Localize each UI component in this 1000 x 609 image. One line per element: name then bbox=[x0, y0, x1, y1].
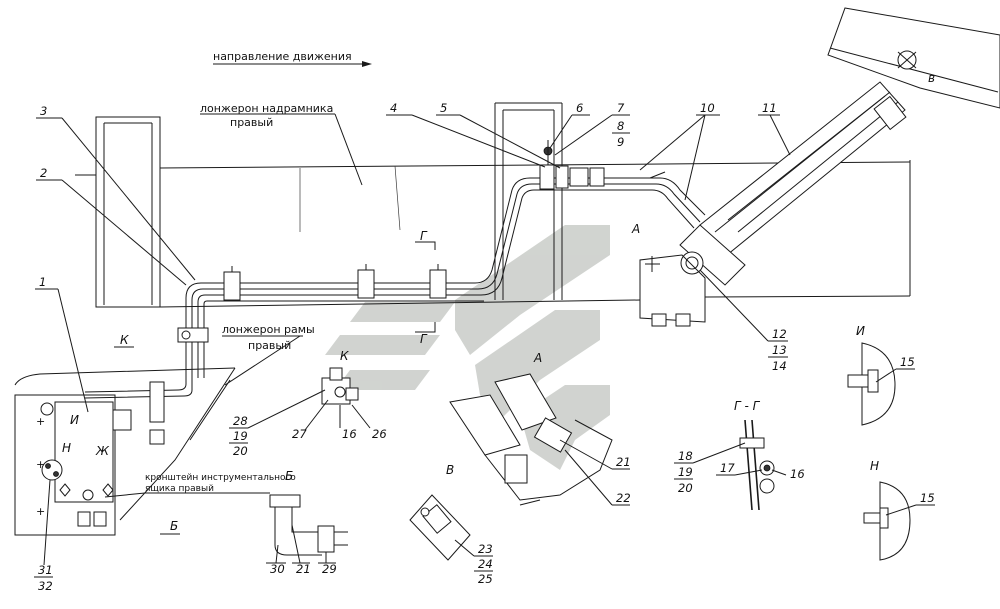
callout-2: 2 bbox=[40, 166, 47, 180]
frame-rail-label: лонжерон рамы bbox=[222, 323, 315, 336]
view-zh-mark: Ж bbox=[95, 444, 110, 458]
callout-25: 25 bbox=[478, 572, 493, 586]
callout-20-k: 20 bbox=[233, 444, 248, 458]
bracket-label: кронштейн инструментального bbox=[145, 473, 296, 483]
callout-31: 31 bbox=[38, 563, 53, 577]
callout-27: 27 bbox=[292, 427, 307, 441]
frame-rail bbox=[14, 367, 236, 521]
view-n-title: Н bbox=[870, 459, 879, 473]
callout-20: 20 bbox=[678, 481, 693, 495]
callout-16-g: 16 bbox=[790, 467, 805, 481]
view-v-detail bbox=[409, 494, 471, 561]
subframe-rail-label: лонжерон надрамника bbox=[200, 102, 333, 115]
hydraulic-cylinder bbox=[649, 81, 907, 286]
view-b-mark: Б bbox=[170, 519, 178, 533]
view-k-mark: К bbox=[120, 333, 129, 347]
callout-11: 11 bbox=[762, 101, 777, 115]
view-v-title: В bbox=[446, 463, 454, 477]
section-g-mark-bottom: Г bbox=[420, 332, 428, 346]
callout-13: 13 bbox=[772, 343, 787, 357]
callout-28: 28 bbox=[233, 414, 248, 428]
callout-26: 26 bbox=[372, 427, 387, 441]
callout-12: 12 bbox=[772, 327, 787, 341]
subframe-rail-side: правый bbox=[230, 116, 273, 129]
svg-text:+: + bbox=[36, 505, 45, 518]
view-a-detail bbox=[449, 373, 613, 506]
callout-15-n: 15 bbox=[920, 491, 935, 505]
callout-15-i: 15 bbox=[900, 355, 915, 369]
post-left bbox=[95, 116, 161, 308]
callout-23: 23 bbox=[478, 542, 493, 556]
bracket-label-line2: ящика правый bbox=[145, 484, 214, 494]
callout-1: 1 bbox=[39, 275, 46, 289]
callout-22: 22 bbox=[616, 491, 631, 505]
callout-4: 4 bbox=[390, 101, 397, 115]
view-i-detail bbox=[847, 342, 896, 426]
callout-7: 7 bbox=[617, 101, 625, 115]
valve-box: + + + bbox=[14, 394, 132, 536]
view-i-mark: И bbox=[70, 413, 79, 427]
rail-labels: лонжерон надрамника правый лонжерон рамы… bbox=[104, 102, 363, 498]
svg-text:+: + bbox=[36, 458, 45, 471]
callout-17: 17 bbox=[720, 461, 735, 475]
callout-24: 24 bbox=[478, 557, 493, 571]
callout-14: 14 bbox=[772, 359, 787, 373]
tipper-body bbox=[827, 7, 1000, 109]
callout-32: 32 bbox=[38, 579, 53, 593]
callout-19-k: 19 bbox=[233, 429, 248, 443]
pipe-clamps bbox=[149, 264, 447, 445]
callout-29: 29 bbox=[322, 562, 337, 576]
callout-30: 30 bbox=[270, 562, 285, 576]
cylinder-bracket bbox=[639, 254, 706, 327]
callout-19: 19 bbox=[678, 465, 693, 479]
view-b-title: Б bbox=[285, 469, 293, 483]
callout-6: 6 bbox=[576, 101, 583, 115]
hydraulic-pipes bbox=[84, 177, 706, 399]
section-g-title: Г - Г bbox=[734, 399, 761, 413]
callout-16-k: 16 bbox=[342, 427, 357, 441]
view-n-mark: Н bbox=[62, 441, 71, 455]
section-g-mark-top: Г bbox=[420, 229, 428, 243]
callout-9: 9 bbox=[617, 135, 624, 149]
svg-text:+: + bbox=[36, 415, 45, 428]
callout-8: 8 bbox=[617, 119, 624, 133]
direction-of-travel: направление движения bbox=[213, 50, 372, 67]
callout-5: 5 bbox=[440, 101, 447, 115]
callout-10: 10 bbox=[700, 101, 715, 115]
view-k-detail bbox=[321, 367, 359, 405]
view-v-mark: в bbox=[928, 71, 935, 85]
callout-18: 18 bbox=[678, 449, 693, 463]
direction-label: направление движения bbox=[213, 50, 352, 63]
callout-21-b: 21 bbox=[296, 562, 311, 576]
view-a-title: А bbox=[533, 351, 542, 365]
callouts: 1 2 3 4 5 6 7 8 9 10 11 bbox=[34, 101, 935, 593]
view-b-detail bbox=[269, 494, 348, 556]
pipe-fittings bbox=[539, 140, 605, 190]
view-k-title: К bbox=[340, 349, 349, 363]
callout-3: 3 bbox=[40, 104, 47, 118]
section-g-g bbox=[739, 419, 775, 511]
view-n-detail bbox=[863, 481, 911, 561]
view-i-title: И bbox=[856, 324, 865, 338]
view-a-mark: А bbox=[631, 222, 640, 236]
callout-21-a: 21 bbox=[616, 455, 631, 469]
view-letters: А А Б Б в В Г Г Г - Г К К И И Н Н Ж bbox=[62, 71, 935, 535]
